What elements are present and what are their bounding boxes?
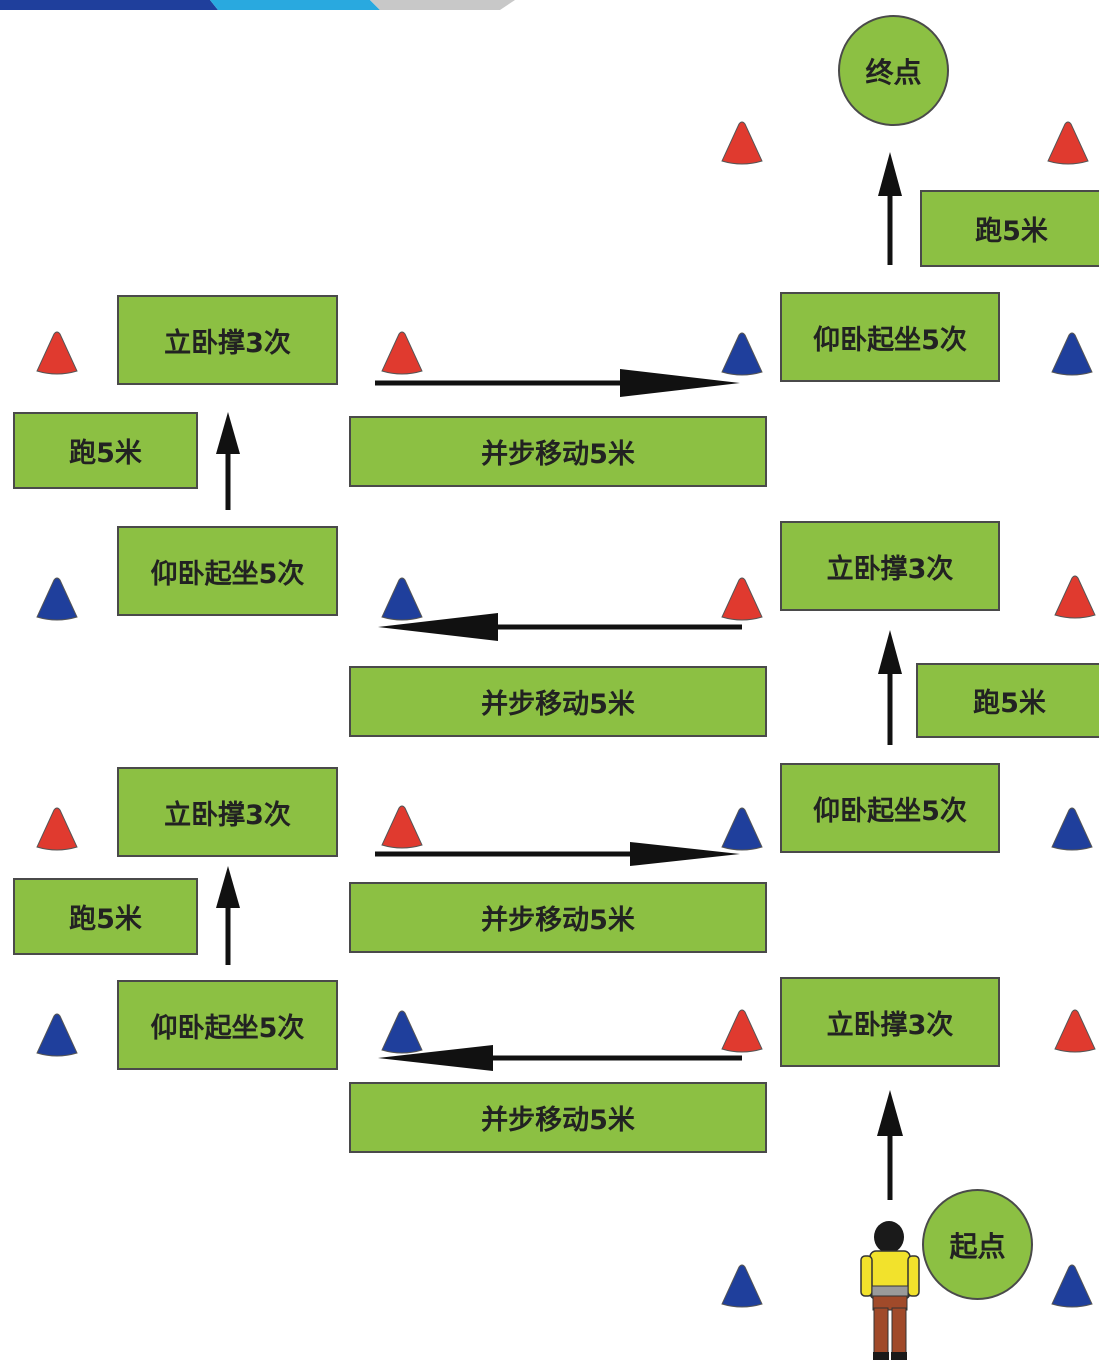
cone-icon	[1054, 1009, 1096, 1053]
header-stripe	[0, 0, 515, 10]
cone-icon	[721, 577, 763, 621]
station-situps-2: 仰卧起坐5次	[780, 763, 1000, 853]
cone-icon	[381, 1010, 423, 1054]
cone-icon	[1051, 807, 1093, 851]
station-label: 跑5米	[973, 688, 1046, 719]
header-stripe-grey	[370, 0, 515, 10]
station-situps-4: 仰卧起坐5次	[780, 292, 1000, 382]
station-label: 仰卧起坐5次	[150, 1012, 305, 1044]
arrow-left	[378, 1045, 742, 1071]
station-sidestep-1: 并步移动5米	[349, 1082, 767, 1153]
station-label: 立卧撑3次	[826, 1009, 954, 1041]
cone-icon	[1051, 1264, 1093, 1308]
cone-icon	[721, 1264, 763, 1308]
cone-icon	[381, 331, 423, 375]
arrow-up	[878, 152, 902, 265]
station-sidestep-3: 并步移动5米	[349, 666, 767, 737]
cone-icon	[1051, 332, 1093, 376]
arrow-right	[375, 842, 740, 866]
station-label: 跑5米	[69, 904, 142, 935]
arrow-up	[877, 1090, 903, 1200]
start-circle: 起点	[922, 1189, 1033, 1300]
start-label: 起点	[949, 1229, 1006, 1263]
station-run-4: 跑5米	[920, 190, 1099, 267]
cone-icon	[1047, 121, 1089, 165]
cone-icon	[36, 577, 78, 621]
station-label: 立卧撑3次	[826, 553, 954, 585]
header-stripe-cyan	[210, 0, 380, 10]
station-pushups-3: 立卧撑3次	[780, 521, 1000, 611]
arrow-up	[216, 866, 240, 965]
arrow-up	[216, 412, 240, 510]
cone-icon	[36, 1013, 78, 1057]
station-sidestep-4: 并步移动5米	[349, 416, 767, 487]
station-label: 跑5米	[69, 438, 142, 469]
cone-icon	[381, 577, 423, 621]
station-label: 仰卧起坐5次	[813, 795, 967, 827]
station-pushups-1: 立卧撑3次	[780, 977, 1000, 1067]
arrow-right	[375, 369, 740, 397]
station-label: 立卧撑3次	[164, 799, 291, 831]
station-sidestep-2: 并步移动5米	[349, 882, 767, 953]
finish-circle: 终点	[838, 15, 949, 126]
cone-icon	[381, 805, 423, 849]
arrow-left	[378, 613, 742, 641]
station-label: 仰卧起坐5次	[813, 324, 967, 356]
cone-icon	[721, 1009, 763, 1053]
station-run-2: 跑5米	[916, 663, 1099, 738]
station-label: 并步移动5米	[481, 439, 635, 470]
cone-icon	[721, 332, 763, 376]
station-run-3: 跑5米	[13, 412, 198, 489]
station-label: 跑5米	[975, 216, 1048, 247]
station-label: 并步移动5米	[481, 689, 635, 720]
station-situps-3: 仰卧起坐5次	[117, 526, 338, 616]
cone-icon	[36, 807, 78, 851]
cone-icon	[36, 331, 78, 375]
cone-icon	[721, 121, 763, 165]
station-label: 立卧撑3次	[164, 327, 291, 359]
arrow-up	[878, 630, 902, 745]
station-pushups-4: 立卧撑3次	[117, 295, 338, 385]
station-label: 并步移动5米	[481, 1105, 635, 1136]
station-run-1: 跑5米	[13, 878, 198, 955]
cone-icon	[1054, 575, 1096, 619]
station-situps-1: 仰卧起坐5次	[117, 980, 338, 1070]
finish-label: 终点	[865, 55, 922, 89]
cone-icon	[721, 807, 763, 851]
station-pushups-2: 立卧撑3次	[117, 767, 338, 857]
station-label: 并步移动5米	[481, 905, 635, 936]
station-label: 仰卧起坐5次	[150, 558, 305, 590]
header-stripe-blue	[0, 0, 218, 10]
